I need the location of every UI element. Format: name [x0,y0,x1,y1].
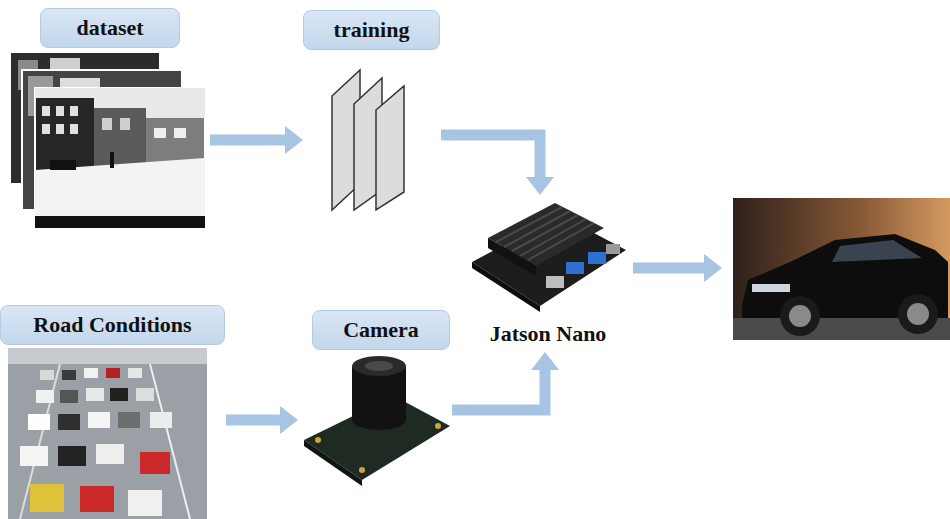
training-stage: training [303,10,441,212]
stage-label: training [303,10,440,50]
car-photo [733,198,950,340]
jetson-board [472,203,626,312]
stage-label: Camera [312,310,450,350]
input-stage: Road Conditions [0,305,226,519]
traffic-photo [8,348,207,519]
camera-module [304,356,450,486]
flow-arrow [210,126,303,154]
stage-label: dataset [40,8,180,48]
camera-stage: Camera [298,310,452,482]
device-stage: Jatson Nano [468,195,628,352]
network-layers [332,70,404,210]
dataset-stage: dataset [10,8,210,230]
flow-arrow [452,352,559,410]
flow-arrow [226,406,298,434]
output-arrow [633,254,722,282]
flow-arrow [441,135,554,195]
stage-label: Road Conditions [0,305,225,345]
device-label: Jatson Nano [490,321,607,347]
dataset-images [10,52,205,228]
